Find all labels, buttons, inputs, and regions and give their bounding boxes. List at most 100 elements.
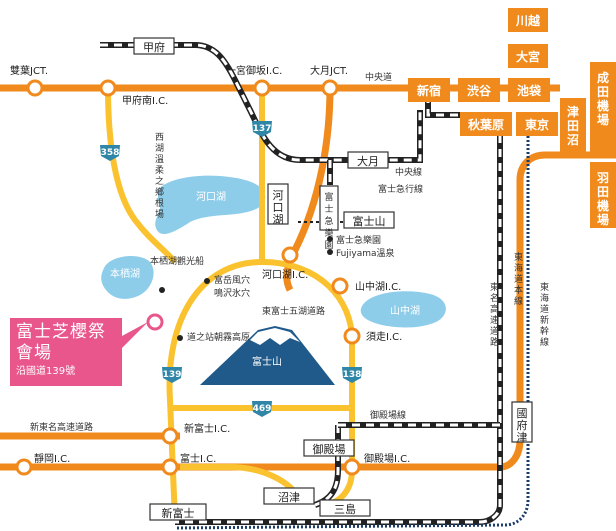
svg-text:御殿場: 御殿場: [313, 442, 346, 456]
gotemba-ic-node: [343, 458, 361, 476]
label-gotemba-line: 御殿場線: [370, 409, 406, 421]
venue-pointer: [122, 322, 148, 348]
label-fugaku: 富岳風穴: [214, 274, 250, 286]
motosuko-lake-shape: [101, 256, 154, 299]
venue-callout: 富士芝櫻祭 會場 沿國道139號: [10, 318, 122, 386]
label-fujikyu-highland: 富士急樂園: [336, 234, 381, 246]
mt-fuji-shape: [200, 326, 335, 385]
rail-station-kawaguchiko: 河口湖: [267, 183, 289, 226]
station-kawagoe: 川越: [515, 13, 541, 28]
svg-text:大月: 大月: [357, 154, 379, 168]
rail-station-mishima: 三島: [319, 499, 371, 517]
expressway-otsuki-spur: [283, 87, 334, 292]
station-ikebukuro: 池袋: [517, 83, 542, 98]
tomei-expressway: [0, 151, 616, 471]
rail-station-gotemba: 御殿場: [303, 439, 355, 457]
label-tokaido-main: 東海道本線: [514, 251, 523, 307]
label-kawaguchiko-ic: 河口湖I.C.: [262, 269, 308, 281]
route-138-label: 138: [343, 370, 362, 380]
fuji-loop-road: [166, 259, 355, 521]
station-omiya: 大宮: [516, 49, 540, 64]
label-chuo-expressway: 中央道: [365, 71, 392, 83]
kofu-minami-ic-node: [99, 79, 117, 97]
rail-station-kozu: 國府津: [511, 401, 533, 444]
fuji-ic-node: [161, 458, 179, 476]
svg-text:沼津: 沼津: [278, 490, 300, 504]
tokyo-stations: 川越 大宮 新宿 渋谷 池袋 秋葉原 東京 津田沼 成田機場 羽田機場: [408, 8, 616, 228]
route-139-label: 139: [163, 370, 182, 380]
label-higashi-fuji-road: 東富士五湖道路: [262, 305, 325, 317]
rail-station-shinfuji: 新富士: [149, 503, 207, 521]
label-shizuoka-ic: 靜岡I.C.: [34, 452, 70, 465]
rail-station-otsuki: 大月: [347, 151, 389, 169]
rail-station-fujikyu-highland: 富士急樂園: [319, 185, 339, 251]
mt-fuji-snowcap: [250, 328, 300, 345]
svg-text:新富士: 新富士: [162, 506, 195, 520]
label-ichinomiya-ic: 一宮御坂I.C.: [226, 64, 282, 77]
svg-text:三島: 三島: [334, 502, 356, 516]
national-roads: [105, 87, 355, 521]
kawaguchiko-lake-shape: [155, 175, 266, 235]
rail-station-kofu: 甲府: [133, 37, 175, 55]
label-shin-tomei: 新東名高速道路: [30, 421, 93, 433]
label-mt-fuji: 富士山: [252, 355, 282, 368]
label-fuji-ic: 富士I.C.: [180, 452, 216, 465]
venue-title-line1: 富士芝櫻祭: [16, 322, 106, 342]
label-gotemba-ic: 御殿場I.C.: [364, 452, 410, 465]
kawaguchiko-ic-node: [281, 246, 299, 264]
label-motosuko-boat: 本栖湖觀光船: [150, 255, 204, 267]
station-tokyo: 東京: [525, 117, 549, 132]
label-tomei: 東名高速道路: [490, 281, 499, 348]
shin-fuji-ic-node: [161, 427, 179, 445]
route-358-label: 358: [101, 148, 120, 158]
poi-dots: [159, 236, 333, 341]
label-yamanakako-lake: 山中湖: [390, 304, 420, 317]
label-fujikyu-line: 富士急行線: [378, 183, 423, 195]
rail-station-numazu: 沼津: [263, 487, 315, 505]
interchanges: [15, 79, 361, 476]
label-yamanakako-ic: 山中湖I.C.: [355, 280, 401, 293]
svg-text:富士急樂園: 富士急樂園: [324, 191, 333, 251]
venue-title-line2: 會場: [16, 343, 52, 363]
station-shinjuku: 新宿: [417, 83, 441, 98]
svg-text:河口湖: 河口湖: [273, 189, 284, 226]
station-akihabara: 秋葉原: [468, 117, 504, 132]
label-fujiyama-onsen: Fujiyama溫泉: [336, 247, 395, 259]
futaba-jct-node: [26, 79, 44, 97]
venue-subtitle: 沿國道139號: [16, 366, 76, 377]
expressways: [0, 84, 616, 471]
label-otsuki-jct: 大月JCT.: [310, 64, 348, 77]
label-subashiri-ic: 須走I.C.: [366, 331, 402, 343]
route-137-label: 137: [253, 124, 272, 134]
route-358: [105, 87, 178, 264]
map-labels: 雙葉JCT. 甲府南I.C. 一宮御坂I.C. 大月JCT. 中央道 中央線 富…: [10, 64, 549, 465]
label-kawaguchiko-lake: 河口湖: [196, 191, 226, 203]
subashiri-ic-node: [343, 327, 361, 345]
svg-text:甲府: 甲府: [143, 40, 165, 54]
route-badges: 358 137 139 138 469: [100, 121, 362, 417]
venue-marker: [146, 313, 164, 331]
label-michinoeki: 道之站朝霧高原: [187, 331, 250, 343]
label-tokaido-shinkansen: 東海道新幹線: [540, 281, 549, 348]
station-haneda: 羽田機場: [597, 171, 609, 227]
label-narusawa: 鳴沢氷穴: [214, 287, 250, 299]
svg-text:國府津: 國府津: [517, 407, 528, 444]
otsuki-jct-node: [321, 79, 339, 97]
station-tsudanuma: 津田沼: [567, 104, 579, 147]
yamanakako-ic-node: [331, 277, 349, 295]
shizuoka-ic-node: [15, 458, 33, 476]
label-saiko: 西湖溫柔之鄉根場: [155, 132, 164, 220]
label-motosuko: 本栖湖: [110, 267, 140, 280]
station-narita: 成田機場: [597, 70, 609, 127]
svg-text:富士山: 富士山: [353, 214, 386, 228]
rail-station-fujisan: 富士山: [343, 211, 395, 229]
yamanakako-lake-shape: [360, 291, 446, 328]
station-shibuya: 渋谷: [467, 83, 492, 98]
ichinomiya-ic-node: [253, 79, 271, 97]
route-469-label: 469: [253, 404, 272, 414]
label-chuo-line: 中央線: [395, 166, 422, 178]
label-shin-fuji-ic: 新富士I.C.: [184, 422, 230, 435]
label-kofu-minami-ic: 甲府南I.C.: [122, 94, 168, 107]
label-futaba-jct: 雙葉JCT.: [10, 64, 48, 77]
